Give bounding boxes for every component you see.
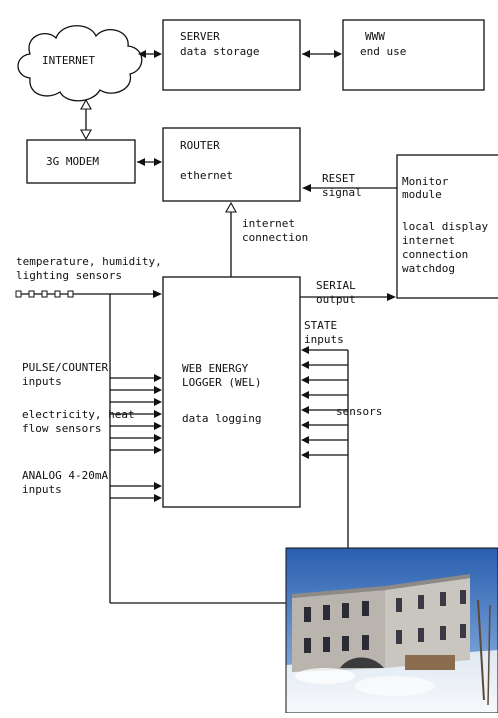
- pulse-label: PULSE/COUNTER: [22, 361, 108, 374]
- wel-node: WEB ENERGY LOGGER (WEL) data logging: [162, 276, 301, 508]
- internet-connection-sublabel: connection: [242, 231, 308, 244]
- link-modem-router: [137, 158, 162, 166]
- wel-line-2: LOGGER (WEL): [182, 376, 261, 389]
- right-input-arrow-3-head: [301, 376, 309, 384]
- left-input-arrow-9-head: [154, 494, 162, 502]
- router-title: ROUTER: [180, 139, 220, 152]
- right-input-arrow-2-head: [301, 361, 309, 369]
- left-input-arrow-3-head: [154, 398, 162, 406]
- internet-cloud: INTERNET: [17, 25, 143, 102]
- link-internet-modem: [80, 98, 92, 141]
- server-title: SERVER: [180, 30, 220, 43]
- env-sensors-label: temperature, humidity,: [16, 255, 162, 268]
- analog-label: ANALOG 4-20mA: [22, 469, 108, 482]
- internet-label: INTERNET: [42, 54, 95, 67]
- link-reset-signal: RESET signal: [302, 172, 397, 199]
- left-input-arrow-8-head: [154, 482, 162, 490]
- link-server-www: [302, 50, 342, 58]
- www-title: WWW: [365, 30, 385, 43]
- modem-node: 3G MODEM: [26, 139, 136, 184]
- www-subtitle: end use: [360, 45, 406, 58]
- right-input-arrows: [301, 346, 348, 459]
- left-input-arrow-4-head: [154, 410, 162, 418]
- link-internet-connection: internet connection: [225, 201, 308, 277]
- wel-line-1: WEB ENERGY: [182, 362, 249, 375]
- monitor-line-1: Monitor: [402, 175, 449, 188]
- monitor-line-2: module: [402, 188, 442, 201]
- serial-label: SERIAL: [316, 279, 356, 292]
- router-subtitle: ethernet: [180, 169, 233, 182]
- left-input-arrow-5-head: [154, 422, 162, 430]
- state-sublabel: inputs: [304, 333, 344, 346]
- server-subtitle: data storage: [180, 45, 259, 58]
- wel-line-3: data logging: [182, 412, 261, 425]
- sensors-label: sensors: [336, 405, 382, 418]
- www-node: WWW end use: [342, 19, 485, 91]
- pulse-sublabel: inputs: [22, 375, 62, 388]
- right-input-arrow-1-head: [301, 346, 309, 354]
- reset-label: RESET: [322, 172, 355, 185]
- monitor-line-3: local display: [402, 220, 488, 233]
- serial-sublabel: output: [316, 293, 356, 306]
- env-sensors-group: temperature, humidity, lighting sensors: [15, 255, 162, 298]
- right-input-arrow-5-head: [301, 406, 309, 414]
- env-sensors-sublabel: lighting sensors: [16, 269, 122, 282]
- flow-sublabel: flow sensors: [22, 422, 101, 435]
- server-node: SERVER data storage: [162, 19, 301, 91]
- sensor-chain-nodes: [15, 290, 74, 298]
- reset-sublabel: signal: [322, 186, 362, 199]
- flow-label: electricity, heat: [22, 408, 135, 421]
- monitor-node: Monitor module local display internet co…: [396, 154, 498, 299]
- right-input-arrow-7-head: [301, 436, 309, 444]
- left-input-arrow-1-head: [154, 374, 162, 382]
- monitor-line-6: watchdog: [402, 262, 455, 275]
- right-input-arrow-8-head: [301, 451, 309, 459]
- left-input-arrows: [110, 374, 162, 502]
- analog-sublabel: inputs: [22, 483, 62, 496]
- right-input-arrow-6-head: [301, 421, 309, 429]
- left-input-arrow-2-head: [154, 386, 162, 394]
- internet-connection-label: internet: [242, 217, 295, 230]
- router-node: ROUTER ethernet: [162, 127, 301, 202]
- left-input-arrow-7-head: [154, 446, 162, 454]
- left-input-arrow-6-head: [154, 434, 162, 442]
- building-photo: [285, 547, 498, 714]
- modem-label: 3G MODEM: [46, 155, 99, 168]
- monitor-line-4: internet: [402, 234, 455, 247]
- state-label: STATE: [304, 319, 337, 332]
- link-internet-server: [138, 50, 162, 58]
- right-input-arrow-4-head: [301, 391, 309, 399]
- link-serial-output: SERIAL output: [300, 279, 396, 306]
- monitor-line-5: connection: [402, 248, 468, 261]
